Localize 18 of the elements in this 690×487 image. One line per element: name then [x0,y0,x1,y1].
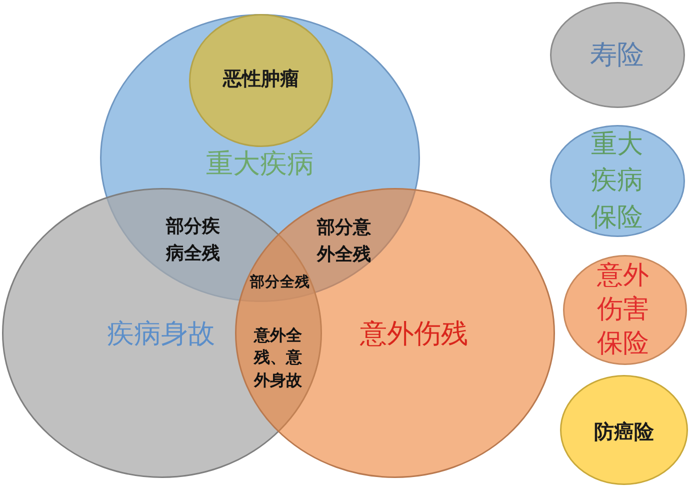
category-ellipse [550,125,685,237]
ellipse-label: 意外伤残 [360,318,468,350]
ellipse-label: 寿险 [590,39,644,71]
venn-ellipse [235,188,555,478]
category-ellipse [550,2,685,108]
category-ellipse [560,375,688,485]
ellipse-label: 意外伤害保险 [596,259,650,360]
venn-ellipse [189,14,333,147]
ellipse-label: 疾病身故 [107,318,215,350]
ellipse-label: 重大疾病 [206,148,314,180]
region-label: 部分全残 [250,274,310,292]
ellipse-label: 防癌险 [594,420,654,444]
ellipse-label: 重大疾病保险 [590,128,644,234]
category-ellipse [563,255,687,365]
region-label: 部分意外全残 [316,216,372,267]
region-label: 意外全残、意外身故 [252,324,303,392]
ellipse-label: 恶性肿瘤 [223,69,299,91]
region-label: 部分疾病全残 [164,215,221,266]
